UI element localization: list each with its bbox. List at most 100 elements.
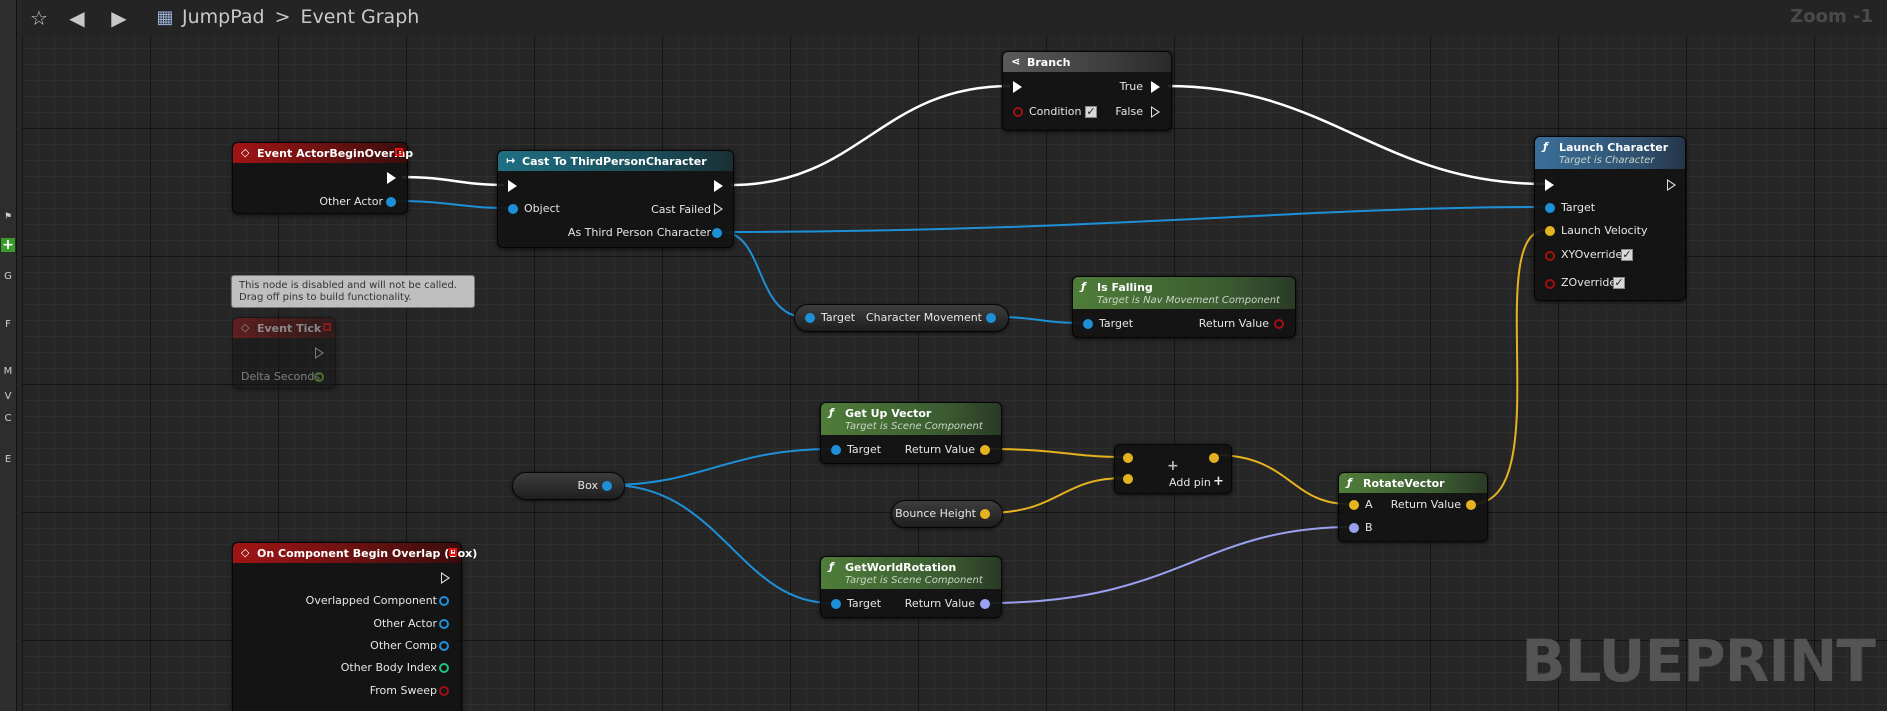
object-pin[interactable] (805, 313, 815, 323)
vector-pin[interactable] (1123, 474, 1133, 484)
exec-wire (1167, 84, 1547, 186)
rotator-pin[interactable] (980, 599, 990, 609)
object-wire (609, 448, 832, 486)
pin-label: Target (821, 311, 856, 324)
node-launch-character[interactable]: ƒ Launch Character Target is Character T… (1534, 136, 1686, 301)
bool-pin[interactable] (1274, 319, 1284, 329)
left-strip-item[interactable]: V (4, 391, 12, 402)
pin-label: Box (577, 479, 598, 492)
vector-wire (986, 477, 1125, 514)
node-get-world-rotation[interactable]: ƒ GetWorldRotation Target is Scene Compo… (820, 556, 1002, 618)
node-on-component-begin-overlap[interactable]: ◇ On Component Begin Overlap (Box) Overl… (232, 542, 477, 711)
pin-label: Target (1099, 317, 1134, 330)
vector-pin[interactable] (1545, 226, 1555, 236)
object-pin[interactable] (1545, 203, 1555, 213)
flag-icon[interactable]: ⚑ (3, 212, 13, 222)
left-strip-item[interactable]: F (5, 319, 11, 330)
event-diamond-icon: ◇ (241, 546, 250, 559)
object-pin[interactable] (986, 313, 996, 323)
vector-pin[interactable] (1209, 453, 1219, 463)
bool-pin[interactable] (1013, 107, 1023, 117)
vector-pin[interactable] (1123, 453, 1133, 463)
exec-out-pin[interactable] (315, 347, 324, 359)
breadcrumb-blueprint[interactable]: JumpPad (182, 6, 265, 28)
add-icon[interactable]: + (1, 237, 15, 253)
vector-pin[interactable] (1466, 500, 1476, 510)
node-branch[interactable]: ⋖ Branch True Condition ✓ False (1002, 51, 1172, 131)
node-rotate-vector[interactable]: ƒ RotateVector A Return Value B (1338, 472, 1488, 542)
float-pin[interactable] (314, 372, 324, 382)
object-pin[interactable] (602, 481, 612, 491)
vector-pin[interactable] (1349, 500, 1359, 510)
add-symbol: + (1167, 458, 1179, 474)
left-strip-item[interactable]: C (4, 413, 12, 424)
bool-pin[interactable] (1545, 251, 1555, 261)
node-header: ƒ RotateVector (1339, 473, 1487, 493)
pin-label[interactable]: Add pin (1169, 476, 1211, 489)
exec-out-true-pin[interactable] (1151, 81, 1160, 93)
object-pin[interactable] (1083, 319, 1093, 329)
node-character-movement-getter[interactable]: Target Character Movement (794, 304, 1009, 332)
rotator-wire (987, 526, 1353, 604)
vector-pin[interactable] (980, 509, 990, 519)
favorite-star-icon[interactable]: ☆ (30, 6, 48, 30)
add-pin-plus-icon[interactable]: + (1213, 474, 1224, 489)
z-override-checkbox[interactable]: ✓ (1613, 276, 1625, 289)
pin-label: Other Actor (373, 617, 437, 630)
node-event-actor-begin-overlap[interactable]: ◇ Event ActorBeginOverlap Other Actor (232, 142, 413, 214)
exec-out-pin[interactable] (387, 172, 396, 184)
xy-override-checkbox[interactable]: ✓ (1621, 248, 1633, 261)
node-box-getter[interactable]: Box (512, 472, 625, 500)
left-strip-item[interactable]: M (3, 366, 13, 377)
rotator-pin[interactable] (1349, 523, 1359, 533)
pin-label: Return Value (1390, 498, 1461, 511)
object-pin[interactable] (831, 445, 841, 455)
node-header: ƒ GetWorldRotation Target is Scene Compo… (821, 557, 1001, 589)
exec-out-false-pin[interactable] (1151, 106, 1160, 118)
object-pin[interactable] (386, 197, 396, 207)
delegate-pin-icon[interactable] (449, 548, 457, 556)
node-title: Cast To ThirdPersonCharacter (522, 155, 707, 168)
vector-pin[interactable] (980, 445, 990, 455)
node-get-up-vector[interactable]: ƒ Get Up Vector Target is Scene Componen… (820, 402, 1002, 464)
node-add[interactable]: + Add pin + (1114, 444, 1232, 494)
node-bounce-height-getter[interactable]: Bounce Height (891, 500, 1003, 528)
object-pin[interactable] (831, 599, 841, 609)
pin-label: Other Body Index (340, 661, 437, 674)
node-event-tick[interactable]: ◇ Event Tick Delta Seconds (232, 317, 336, 389)
forward-arrow-icon[interactable]: ▶ (111, 6, 127, 30)
condition-checkbox[interactable]: ✓ (1085, 105, 1097, 118)
delegate-pin-icon[interactable] (323, 323, 331, 331)
int-pin[interactable] (439, 663, 449, 673)
exec-in-pin[interactable] (1013, 81, 1022, 93)
node-title: RotateVector (1363, 477, 1445, 490)
breadcrumb-separator: > (274, 6, 291, 28)
left-strip-item[interactable]: G (4, 271, 12, 282)
pin-label: A (1365, 498, 1373, 511)
pin-label: Launch Velocity (1561, 224, 1648, 237)
delegate-pin-icon[interactable] (395, 148, 403, 156)
cast-arrow-icon: ↦ (506, 154, 516, 167)
pin-label: XYOverride (1561, 248, 1623, 261)
left-panel-strip: + G F M V C E ⚑ (0, 0, 17, 711)
object-pin[interactable] (439, 619, 449, 629)
object-pin[interactable] (712, 228, 722, 238)
exec-in-pin[interactable] (1545, 179, 1554, 191)
pin-label: From Sweep (369, 684, 437, 697)
bool-pin[interactable] (1545, 279, 1555, 289)
back-arrow-icon[interactable]: ◀ (69, 6, 85, 30)
exec-in-pin[interactable] (508, 180, 517, 192)
exec-out-pin[interactable] (1667, 179, 1676, 191)
exec-out-pin[interactable] (441, 572, 450, 584)
object-pin[interactable] (439, 641, 449, 651)
exec-out-pin[interactable] (714, 180, 723, 192)
left-strip-item[interactable]: E (4, 454, 12, 465)
object-pin[interactable] (439, 596, 449, 606)
breadcrumb-graph[interactable]: Event Graph (300, 6, 420, 28)
object-pin[interactable] (508, 204, 518, 214)
node-is-falling[interactable]: ƒ Is Falling Target is Nav Movement Comp… (1072, 276, 1296, 338)
cast-failed-exec-pin[interactable] (714, 203, 723, 215)
node-cast-to-third-person-character[interactable]: ↦ Cast To ThirdPersonCharacter Object Ca… (497, 150, 734, 248)
bool-pin[interactable] (439, 686, 449, 696)
